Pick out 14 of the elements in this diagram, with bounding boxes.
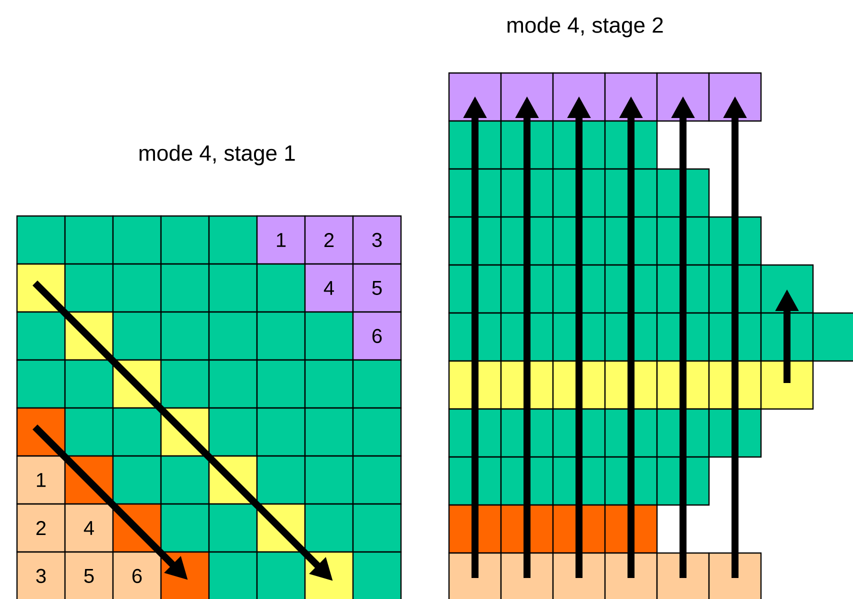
heading: mode 4, stage 1 [140,144,295,166]
cell-number: 3 [36,568,46,584]
cell-number: 2 [324,233,334,247]
cell-number: 4 [324,281,334,295]
cell-number: 2 [36,521,46,535]
cell-number: 6 [372,328,382,344]
heading: mode 4, stage 2 [508,16,663,38]
cell-number: 5 [372,281,382,295]
cell-number: 3 [372,232,382,248]
cell-number: 4 [84,521,94,535]
cell-number: 1 [276,233,286,247]
cell-number: 1 [36,473,46,487]
cell-number: 6 [132,568,142,584]
cell-number: 5 [84,569,94,583]
